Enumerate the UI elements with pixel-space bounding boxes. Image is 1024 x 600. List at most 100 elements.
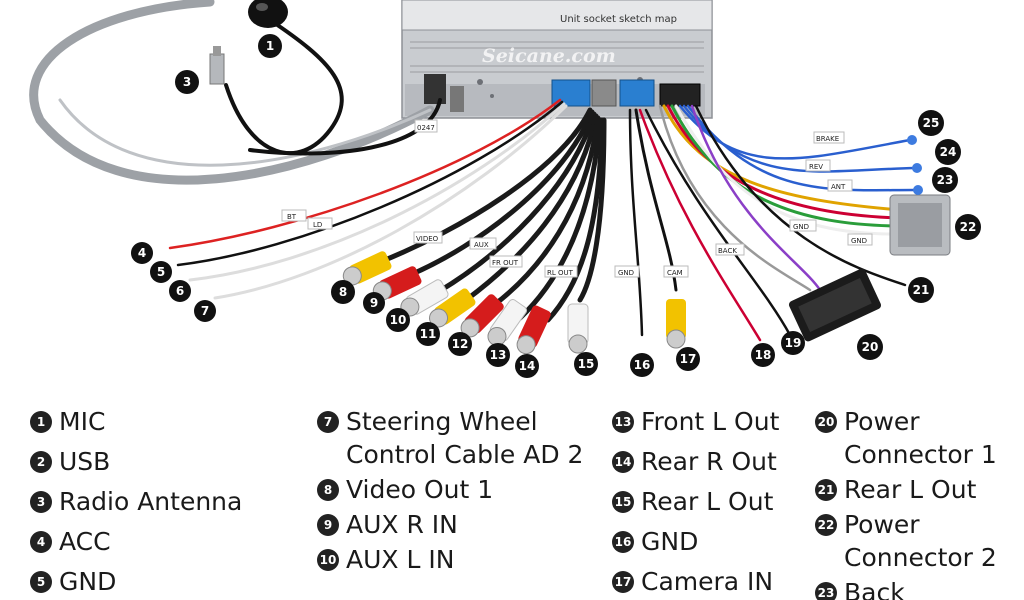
- callout-markers: 1 3 4 5 6 7 8 9 10 11 12 13 14 15 16 17 …: [131, 34, 981, 378]
- svg-text:23: 23: [937, 173, 954, 187]
- svg-text:16: 16: [634, 358, 651, 372]
- wire-tag: GND: [793, 223, 809, 231]
- legend-label: AUX L IN: [346, 545, 455, 574]
- callout-6: 6: [169, 280, 191, 302]
- wire-tag: GND: [618, 269, 634, 277]
- legend-number-badge: 10: [317, 549, 339, 571]
- svg-text:9: 9: [370, 296, 378, 310]
- svg-text:25: 25: [923, 116, 940, 130]
- legend-label: Rear R Out: [641, 447, 777, 476]
- callout-25: 25: [918, 110, 944, 136]
- svg-text:13: 13: [490, 348, 507, 362]
- legend-number-badge: 13: [612, 411, 634, 433]
- svg-text:21: 21: [913, 283, 930, 297]
- svg-text:5: 5: [157, 265, 165, 279]
- callout-3: 3: [175, 70, 199, 94]
- legend-number-badge: 7: [317, 411, 339, 433]
- wire-tag: RL OUT: [547, 269, 574, 277]
- legend-label: Power Connector 1: [844, 407, 997, 469]
- callout-13: 13: [486, 343, 510, 367]
- callout-23: 23: [932, 167, 958, 193]
- unit-sticker: Unit socket sketch map: [560, 14, 677, 25]
- callout-22: 22: [955, 214, 981, 240]
- svg-text:7: 7: [201, 304, 209, 318]
- wire-tags: 0247 BT LD VIDEO AUX FR OUT RL OUT GND B…: [281, 119, 873, 278]
- callout-11: 11: [416, 322, 440, 346]
- legend-label: Front L Out: [641, 407, 780, 436]
- wire-tag: AUX: [474, 241, 489, 249]
- rca-plugs: [342, 251, 686, 355]
- legend-number-badge: 9: [317, 514, 339, 536]
- legend-item: 16 GND: [612, 525, 779, 558]
- legend-number-badge: 2: [30, 451, 52, 473]
- wire-tag: FR OUT: [492, 259, 519, 267]
- callout-10: 10: [386, 308, 410, 332]
- svg-text:3: 3: [183, 75, 191, 89]
- legend-number-badge: 8: [317, 479, 339, 501]
- callout-17: 17: [676, 347, 700, 371]
- legend-number-badge: 14: [612, 451, 634, 473]
- wiring-diagram: Unit socket sketch map Seicane.com: [29, 0, 981, 378]
- legend-number-badge: 20: [815, 411, 837, 433]
- legend-item: 22 Power Connector 2: [815, 508, 997, 574]
- cables: [29, 0, 917, 342]
- svg-text:8: 8: [339, 285, 347, 299]
- wire-tag: VIDEO: [416, 235, 439, 243]
- legend-number-badge: 3: [30, 491, 52, 513]
- harness-connectors: [788, 135, 951, 342]
- legend-number-badge: 21: [815, 479, 837, 501]
- svg-text:12: 12: [452, 337, 469, 351]
- legend-number-badge: 23: [815, 582, 837, 600]
- callout-1: 1: [258, 34, 282, 58]
- legend-item: 23 Back: [815, 576, 997, 600]
- legend-label: Power Connector 2: [844, 510, 997, 572]
- legend-number-badge: 16: [612, 531, 634, 553]
- callout-12: 12: [448, 332, 472, 356]
- legend-label: Video Out 1: [346, 475, 494, 504]
- svg-text:17: 17: [680, 352, 697, 366]
- callout-21: 21: [908, 277, 934, 303]
- svg-text:18: 18: [755, 348, 772, 362]
- callout-24: 24: [935, 139, 961, 165]
- legend-number-badge: 1: [30, 411, 52, 433]
- legend-label: GND: [641, 527, 699, 556]
- callout-8: 8: [331, 280, 355, 304]
- callout-18: 18: [751, 343, 775, 367]
- mic-head: [248, 0, 288, 28]
- svg-text:11: 11: [420, 327, 437, 341]
- callout-7: 7: [194, 300, 216, 322]
- wire-tag: BACK: [718, 247, 737, 255]
- legend-number-badge: 4: [30, 531, 52, 553]
- legend-number-badge: 17: [612, 571, 634, 593]
- wire-tag: LD: [313, 221, 322, 229]
- legend-number-badge: 5: [30, 571, 52, 593]
- wire-tag: BRAKE: [816, 135, 839, 143]
- legend-label: Back: [844, 578, 905, 600]
- svg-text:6: 6: [176, 284, 184, 298]
- wire-tag: CAM: [667, 269, 683, 277]
- legend-label: USB: [59, 447, 111, 476]
- wire-tag: ANT: [831, 183, 846, 191]
- svg-text:22: 22: [960, 220, 977, 234]
- callout-20: 20: [857, 334, 883, 360]
- legend-item: 2 USB: [30, 445, 242, 478]
- legend-number-badge: 15: [612, 491, 634, 513]
- callout-15: 15: [574, 352, 598, 376]
- callout-4: 4: [131, 242, 153, 264]
- legend-number-badge: 22: [815, 514, 837, 536]
- svg-text:19: 19: [785, 336, 802, 350]
- legend-item: 8 Video Out 1: [317, 473, 583, 506]
- svg-text:4: 4: [138, 246, 146, 260]
- wire-tag: 0247: [417, 124, 435, 132]
- svg-text:1: 1: [266, 39, 274, 53]
- svg-text:24: 24: [940, 145, 957, 159]
